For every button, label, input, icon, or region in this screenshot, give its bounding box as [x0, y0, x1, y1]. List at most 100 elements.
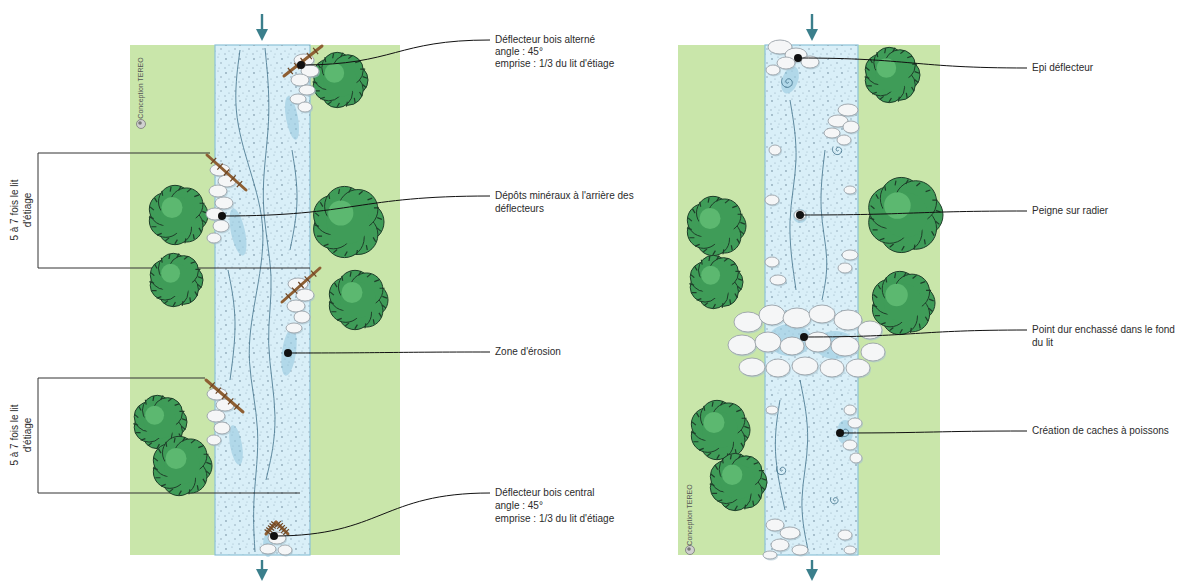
riparian-tree — [359, 191, 363, 194]
riparian-tree — [364, 323, 366, 328]
riparian-tree — [701, 266, 720, 285]
wood-deflector — [276, 522, 288, 534]
riparian-tree — [341, 276, 343, 281]
riparian-tree — [164, 448, 200, 484]
riparian-tree — [697, 299, 702, 301]
riparian-tree — [331, 311, 336, 312]
current-line — [236, 50, 263, 552]
riparian-tree — [885, 278, 887, 283]
riparian-tree — [880, 96, 884, 99]
boulder — [780, 527, 800, 539]
riparian-tree — [894, 273, 896, 278]
boulder — [805, 332, 831, 352]
boulder — [763, 551, 777, 559]
boulder — [296, 289, 314, 301]
riparian-tree — [729, 299, 731, 304]
riparian-tree — [346, 102, 348, 107]
riparian-tree — [692, 292, 697, 293]
riparian-tree — [133, 47, 943, 510]
leader-line — [301, 40, 490, 65]
boulder — [838, 530, 852, 540]
riparian-tree — [206, 462, 211, 464]
dimension-bracket — [38, 378, 39, 493]
riparian-tree — [162, 197, 183, 218]
riparian-tree — [151, 226, 156, 227]
riparian-tree — [722, 458, 724, 463]
riparian-tree — [744, 435, 748, 438]
riparian-tree — [161, 484, 166, 486]
riparian-tree — [150, 272, 154, 275]
riparian-tree — [345, 323, 349, 326]
boulder — [771, 539, 789, 551]
riparian-tree — [187, 189, 191, 192]
boulder — [206, 40, 886, 561]
callout-label: Point dur enchassé dans le fond du lit — [1032, 324, 1182, 349]
boulder — [844, 546, 856, 554]
water-zone — [279, 327, 300, 376]
riparian-tree — [698, 208, 734, 244]
callout-label: Déflecteur bois central — [495, 487, 595, 500]
riparian-tree — [691, 432, 696, 434]
riparian-tree — [880, 238, 885, 240]
riparian-tree — [885, 284, 907, 306]
riparian-tree — [382, 305, 386, 308]
boulder — [759, 305, 785, 325]
riparian-tree — [913, 275, 917, 278]
riparian-tree — [317, 235, 322, 236]
riparian-tree — [360, 68, 365, 69]
riparian-tree — [200, 203, 205, 204]
riparian-tree — [878, 285, 880, 289]
boulder — [842, 250, 858, 260]
riparian-tree — [144, 406, 176, 438]
riparian-tree — [337, 318, 342, 320]
boulder — [209, 185, 227, 197]
riparian-tree — [168, 254, 170, 259]
riparian-tree — [182, 301, 184, 306]
wood-deflector — [307, 53, 312, 59]
riparian-tree — [155, 477, 160, 478]
riparian-tree — [731, 264, 736, 266]
riparian-tree — [328, 200, 353, 225]
riparian-tree — [890, 327, 894, 330]
callout-label: Déflecteur bois alterné — [495, 34, 595, 47]
riparian-tree — [374, 207, 379, 208]
riparian-tree — [894, 181, 896, 186]
riparian-tree — [155, 264, 157, 268]
flow-arrow — [261, 560, 263, 575]
flow-arrow — [261, 14, 263, 35]
riparian-tree — [871, 206, 875, 209]
river-ground — [678, 45, 940, 555]
riparian-tree — [738, 286, 742, 289]
boulder — [728, 335, 756, 355]
riparian-tree — [752, 501, 754, 506]
riparian-tree — [710, 484, 715, 486]
boulder — [207, 233, 221, 243]
boulder — [838, 263, 852, 273]
riparian-tree — [335, 283, 337, 287]
riparian-tree — [704, 412, 725, 433]
callout-label: emprise : 1/3 du lit d'étiage — [495, 513, 614, 526]
boulder — [207, 410, 225, 422]
boulder — [294, 311, 310, 323]
riparian-tree — [166, 448, 187, 469]
riparian-tree — [729, 404, 733, 407]
riparian-tree — [165, 442, 167, 447]
riparian-tree — [724, 258, 728, 261]
river-ground — [130, 45, 940, 555]
riparian-tree — [907, 56, 912, 58]
riparian-tree — [717, 455, 720, 459]
riparian-tree — [693, 209, 695, 213]
riparian-tree — [884, 186, 886, 191]
callout-label: Création de caches à poissons — [1032, 425, 1169, 438]
riparian-tree — [169, 489, 173, 492]
riparian-tree — [188, 489, 190, 494]
riparian-tree — [737, 239, 739, 243]
riparian-tree — [735, 271, 740, 272]
riparian-tree — [690, 274, 694, 277]
callout-dot — [800, 333, 808, 341]
riparian-tree — [912, 87, 914, 91]
riparian-tree — [164, 301, 168, 304]
logo-icon — [137, 120, 146, 129]
boulder — [766, 406, 778, 414]
riparian-tree — [183, 437, 186, 441]
